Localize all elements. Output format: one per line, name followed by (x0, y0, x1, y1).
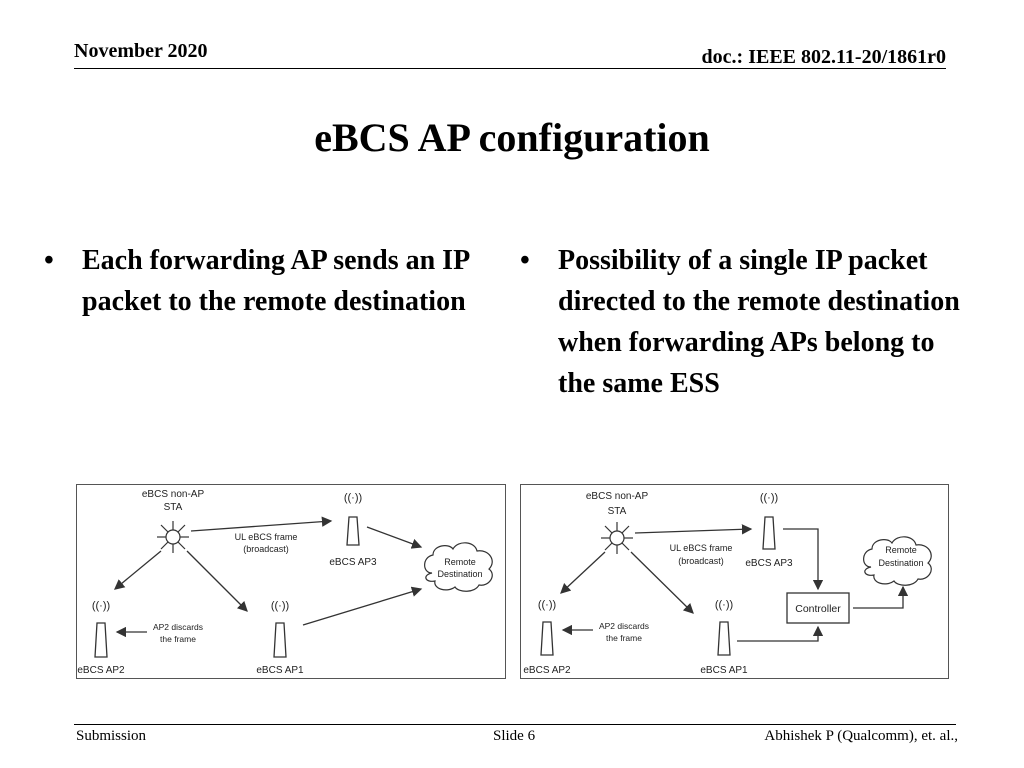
remote-label-line1: Remote (885, 545, 917, 555)
remote-label-line2: Destination (878, 558, 923, 568)
frame-label-line1: UL eBCS frame (670, 543, 733, 553)
footer-author: Abhishek P (Qualcomm), et. al., (764, 728, 958, 744)
arrow-sta-to-ap2 (560, 551, 606, 594)
ap2-antenna-icon (540, 621, 554, 656)
controller-label: Controller (795, 603, 841, 615)
frame-label-line2: (broadcast) (243, 544, 289, 554)
ap1-label: eBCS AP1 (256, 665, 304, 676)
left-bullet-text: Each forwarding AP sends an IP packet to… (82, 245, 469, 317)
ap1-antenna-icon (717, 621, 731, 656)
arrow-ap3-to-remote (366, 526, 423, 549)
ap3-wifi-icon: ((·)) (344, 492, 362, 504)
arrow-sta-to-ap1 (630, 551, 694, 614)
remote-label-line1: Remote (444, 557, 476, 567)
left-network-diagram: eBCS non-AP STA UL eBCS frame (broadcast… (76, 484, 506, 679)
ap3-label: eBCS AP3 (329, 557, 377, 568)
ap3-wifi-icon: ((·)) (760, 492, 778, 504)
bullet-glyph: • (520, 245, 530, 276)
ap1-wifi-icon: ((·)) (715, 599, 733, 611)
left-bullet-item: • Each forwarding AP sends an IP packet … (44, 240, 489, 322)
ap1-antenna-icon (273, 622, 287, 658)
sta-label-line2: STA (164, 502, 183, 513)
frame-label-line2: (broadcast) (678, 556, 724, 566)
arrow-ap1-to-remote (302, 586, 423, 626)
left-column: • Each forwarding AP sends an IP packet … (44, 240, 489, 322)
right-bullet-item: • Possibility of a single IP packet dire… (520, 240, 960, 404)
footer-submission: Submission (76, 728, 147, 744)
right-network-diagram: eBCS non-AP STA UL eBCS frame (broadcast… (520, 484, 949, 679)
discard-label-line1: AP2 discards (599, 621, 649, 631)
arrow-sta-to-ap2 (113, 550, 162, 590)
controller-box (786, 592, 850, 624)
slide-title: eBCS AP configuration (314, 115, 710, 160)
arrow-sta-to-ap3 (190, 516, 333, 532)
remote-destination-cloud-icon (863, 536, 932, 586)
ap1-label: eBCS AP1 (700, 665, 748, 676)
footer-slide-number: Slide 6 (493, 728, 536, 744)
ap2-wifi-icon: ((·)) (538, 599, 556, 611)
sta-label-line2: STA (608, 506, 627, 517)
remote-destination-cloud-icon (424, 542, 493, 592)
arrow-controller-to-remote (853, 585, 909, 609)
arrow-sta-to-ap3 (634, 524, 753, 535)
discard-label-line1: AP2 discards (153, 622, 203, 632)
ap1-wifi-icon: ((·)) (271, 600, 289, 612)
ap2-antenna-icon (94, 622, 108, 658)
arrow-ap3-to-controller (783, 528, 824, 591)
bullet-glyph: • (44, 245, 54, 276)
arrow-sta-to-ap1 (186, 550, 248, 612)
ap3-label: eBCS AP3 (745, 558, 793, 569)
ap3-antenna-icon (346, 516, 360, 546)
ap2-wifi-icon: ((·)) (92, 600, 110, 612)
arrow-ap1-to-controller (737, 625, 824, 642)
footer-divider (74, 724, 956, 725)
remote-label-line2: Destination (437, 569, 482, 579)
header-divider (74, 68, 946, 69)
sta-device-icon (601, 522, 633, 554)
ap2-label: eBCS AP2 (523, 665, 571, 676)
sta-device-icon (157, 521, 189, 553)
header-doc-id: doc.: IEEE 802.11-20/1861r0 (701, 46, 946, 68)
ap2-label: eBCS AP2 (77, 665, 125, 676)
right-column: • Possibility of a single IP packet dire… (520, 240, 960, 404)
frame-label-line1: UL eBCS frame (235, 532, 298, 542)
discard-label-line2: the frame (606, 633, 642, 643)
right-bullet-text: Possibility of a single IP packet direct… (558, 245, 960, 399)
ap3-antenna-icon (762, 516, 776, 550)
sta-label-line1: eBCS non-AP (142, 489, 205, 500)
header-date: November 2020 (74, 40, 208, 62)
sta-label-line1: eBCS non-AP (586, 491, 649, 502)
discard-label-line2: the frame (160, 634, 196, 644)
